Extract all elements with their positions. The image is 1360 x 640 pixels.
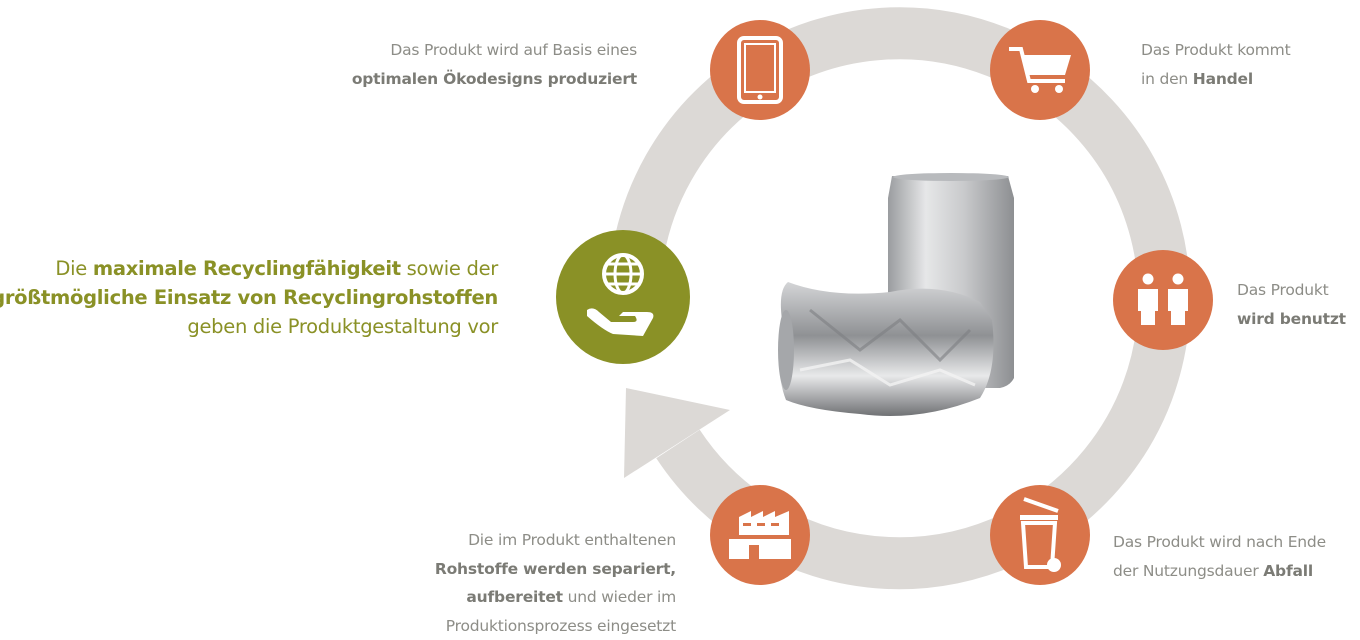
focus-text: Die <box>55 257 93 280</box>
step-design-label: Das Produkt wird auf Basis eines optimal… <box>352 36 637 94</box>
step-waste-circle <box>990 485 1090 585</box>
label-bold-text: Rohstoffe werden separiert, <box>434 559 676 578</box>
step-use-circle <box>1113 250 1213 350</box>
label-bold-text: wird benutzt <box>1237 310 1346 328</box>
label-bold-text: Abfall <box>1263 562 1313 580</box>
label-text: Die im Produkt enthaltenen <box>468 531 676 549</box>
label-text: Produktionsprozess eingesetzt <box>445 616 676 635</box>
step-recycling-label: Die im Produkt enthaltenen Rohstoffe wer… <box>435 526 676 640</box>
label-text: der Nutzungsdauer <box>1113 562 1264 580</box>
step-recycling-circle <box>710 485 810 585</box>
focus-bold-text: größtmögliche Einsatz von Recyclingrohst… <box>0 286 498 309</box>
step-waste-label: Das Produkt wird nach Ende der Nutzungsd… <box>1113 528 1326 586</box>
step-trade-circle <box>990 20 1090 120</box>
globe-hand-icon <box>587 253 654 336</box>
label-text: Das Produkt <box>1237 281 1329 299</box>
focus-label: Die maximale Recyclingfähigkeit sowie de… <box>0 254 498 341</box>
label-text: in den <box>1141 70 1193 88</box>
focus-design-circle <box>556 230 690 364</box>
shopping-cart-icon <box>1009 47 1071 93</box>
step-use-label: Das Produkt wird benutzt <box>1237 276 1346 334</box>
label-bold-text: aufbereitet <box>466 588 563 606</box>
focus-text: sowie der <box>400 257 499 280</box>
step-design-circle <box>710 20 810 120</box>
label-bold-text: optimalen Ökodesigns produziert <box>351 70 637 88</box>
people-icon <box>1138 273 1188 325</box>
factory-icon <box>729 511 791 559</box>
focus-text: geben die Produktgestaltung vor <box>187 315 498 338</box>
focus-bold-text: maximale Recyclingfähigkeit <box>92 257 401 280</box>
label-text: Das Produkt kommt <box>1141 41 1291 59</box>
tablet-icon <box>737 36 783 104</box>
label-text: und wieder im <box>562 588 677 606</box>
trash-bin-icon <box>1020 497 1061 572</box>
label-bold-text: Handel <box>1192 70 1253 88</box>
aluminium-cans-image <box>778 173 1014 416</box>
label-text: Das Produkt wird auf Basis eines <box>390 41 637 59</box>
label-text: Das Produkt wird nach Ende <box>1113 533 1326 551</box>
step-trade-label: Das Produkt kommt in den Handel <box>1141 36 1291 94</box>
cycle-arrowhead <box>624 388 730 478</box>
